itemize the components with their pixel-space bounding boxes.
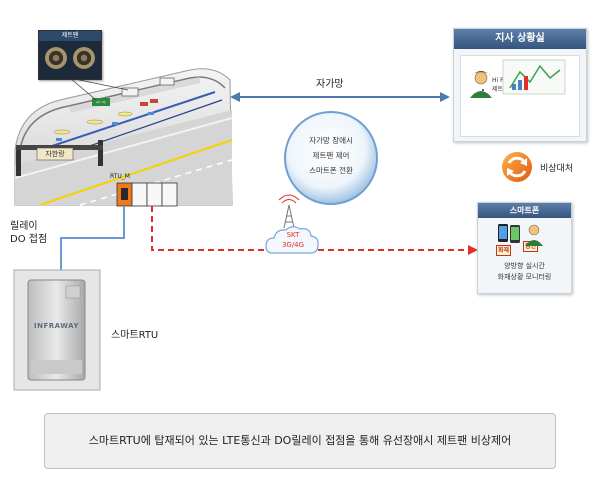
relay-wire [60, 206, 125, 270]
lte-path [151, 206, 478, 255]
carrier-type: 3G/4G [281, 241, 305, 249]
cloud-icon [265, 226, 319, 254]
device-label: 스마트RTU [111, 330, 159, 341]
inset-leader-line [69, 77, 129, 91]
rtu-cabinet [116, 182, 178, 207]
emergency-label: 비상대처 [540, 164, 574, 174]
antenna-tower-icon [278, 194, 300, 229]
rtu-label: RTU_M [110, 173, 130, 180]
caption-box: 스마트RTU에 탑재되어 있는 LTE통신과 DO릴레이 접점을 통해 유선장애… [44, 413, 556, 469]
failure-globe [284, 111, 378, 205]
smartphone-title: 스마트폰 [478, 203, 571, 218]
relay-label: 릴레이 DO 접점 [10, 220, 47, 246]
inset-leader-line [69, 77, 97, 101]
svg-text:⇦ ⇨: ⇦ ⇨ [96, 100, 106, 106]
smartphone-line: 양방향 실시간 [504, 262, 545, 270]
jet-fan-inset: 제트팬 [38, 30, 102, 80]
jet-fan-icon [73, 47, 95, 69]
device-brand: INFRAWAY [34, 322, 79, 330]
failure-step: 제트팬 제어 [312, 151, 350, 160]
network-label: 자가망 [316, 79, 344, 90]
carrier-name: SKT [286, 231, 300, 239]
jet-fan-caption: 제트팬 [39, 31, 101, 41]
smartphone-illustration [498, 224, 543, 246]
tunnel-illustration: ⇦ ⇨ [14, 68, 233, 206]
network-arrow [230, 92, 450, 102]
smartphone-panel: 스마트폰 화재 정전 양방향 실시간 화재상황 모니터링 [477, 202, 572, 294]
tunnel-sign: 자한랑 [45, 150, 65, 158]
failure-step: 자가망 장애시 [309, 136, 353, 145]
smart-rtu-device [13, 269, 101, 391]
failure-step: 스마트폰 전환 [309, 166, 353, 175]
failure-steps: 자가망 장애시 제트팬 제어 스마트폰 전환 [290, 133, 372, 178]
emergency-refresh-icon [502, 152, 532, 182]
relay-label-line: DO 접점 [10, 234, 48, 245]
smartphone-line: 화재상황 모니터링 [497, 273, 552, 281]
carrier-label: SKT 3G/4G [270, 230, 316, 250]
jet-fan-icon [45, 47, 67, 69]
branch-office-title: 지사 상황실 [454, 29, 586, 49]
relay-label-line: 릴레이 [10, 221, 38, 232]
fire-badge: 화재 [496, 245, 512, 256]
branch-illustration [470, 59, 566, 98]
